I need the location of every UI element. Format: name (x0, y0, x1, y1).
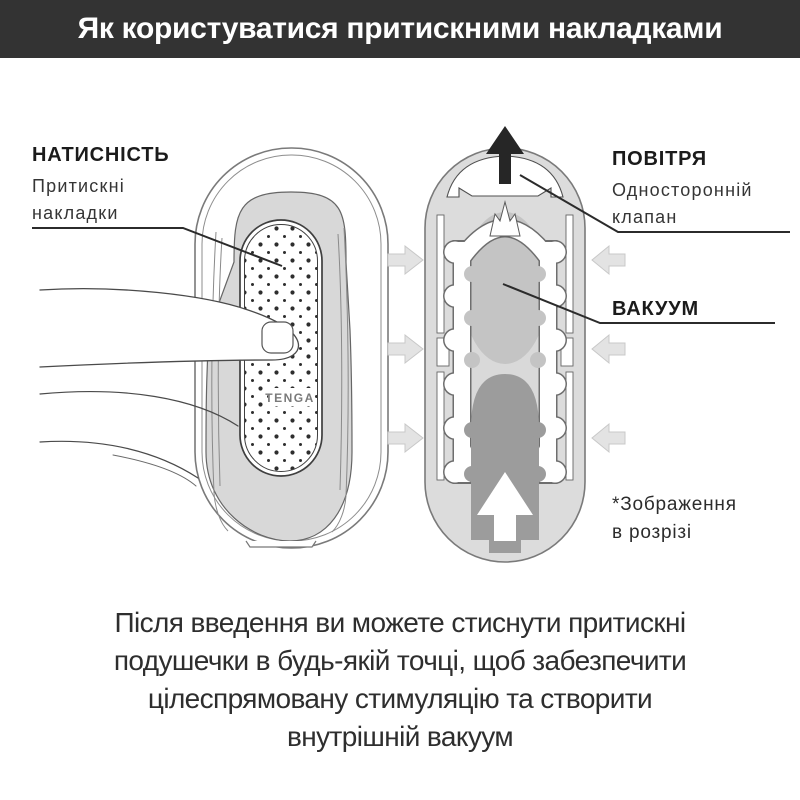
cross-section-note: *Зображення в розрізі (612, 494, 737, 543)
pressure-callout-line (32, 227, 283, 267)
air-label-subtitle: Односторонній клапан (612, 180, 753, 227)
squeeze-arrows (387, 244, 626, 454)
air-flow-up-arrow-icon (486, 126, 524, 184)
description-paragraph: Після введення ви можете стиснути притис… (113, 607, 687, 752)
vacuum-chamber (462, 212, 548, 364)
pressure-label-subtitle: Притискні накладки (32, 176, 125, 223)
right-product-cross-section (424, 126, 586, 563)
insertion-up-arrow-icon (477, 472, 533, 541)
air-label: ПОВІТРЯ Односторонній клапан (612, 148, 797, 231)
vacuum-label: ВАКУУМ (612, 298, 792, 321)
tenga-logo: TENGA (265, 391, 315, 405)
page-title: Як користуватися притискними накладками (77, 12, 723, 45)
air-callout-line (519, 174, 790, 233)
squeeze-arrow-left-icon (591, 333, 626, 365)
squeeze-arrow-right-icon (387, 244, 424, 276)
sleeve-crown (489, 200, 521, 237)
hand-illustration (39, 288, 300, 487)
squeeze-arrow-left-icon (591, 422, 626, 454)
base-foot (245, 540, 317, 548)
squeeze-arrow-right-icon (387, 333, 424, 365)
vacuum-callout-line (502, 283, 775, 324)
vacuum-label-title: ВАКУУМ (612, 298, 699, 320)
pressure-label-title: НАТИСНІСТЬ (32, 144, 170, 166)
air-label-title: ПОВІТРЯ (612, 148, 707, 170)
header-bar: Як користуватися притискними накладками (0, 0, 800, 58)
fingernail (261, 321, 294, 354)
squeeze-arrow-left-icon (591, 244, 626, 276)
squeeze-arrow-right-icon (387, 422, 424, 454)
pressure-label: НАТИСНІСТЬ Притискні накладки (32, 144, 232, 227)
